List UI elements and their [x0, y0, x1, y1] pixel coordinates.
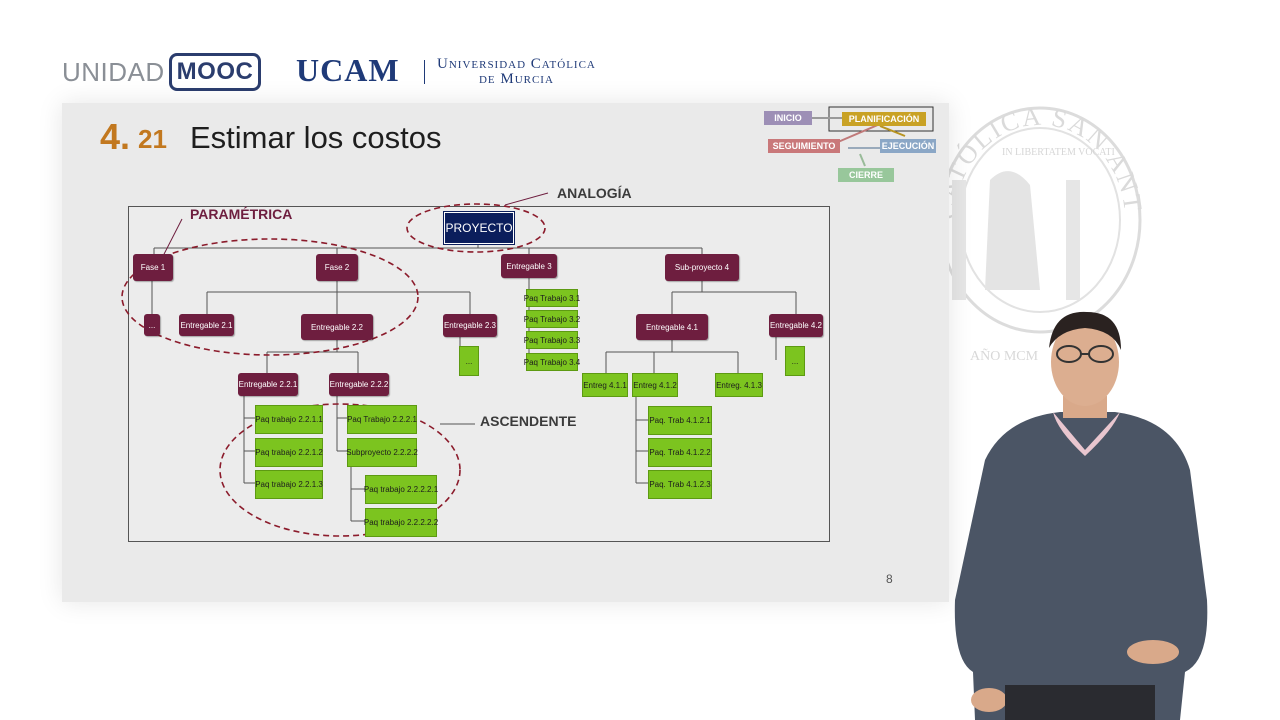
wbs-node-paq2213: Paq trabajo 2.2.1.3 — [255, 470, 323, 499]
wbs-node-entreg413: Entreg. 4.1.3 — [715, 373, 763, 397]
university-seal-watermark: CATÓLICA SAN ANTONIO IN LIBERTATEM VOCAT… — [930, 60, 1146, 364]
wbs-node-paq33: Paq Trabajo 3.3 — [524, 331, 580, 349]
wbs-node-trab4123: Paq. Trab 4.1.2.3 — [648, 470, 712, 499]
wbs-node-sub2222: Subproyecto 2.2.2.2 — [346, 438, 418, 467]
label-analogia: ANALOGÍA — [557, 185, 632, 201]
wbs-node-entreg411: Entreg 4.1.1 — [582, 373, 628, 397]
wbs-node-entregable3: Entregable 3 — [501, 254, 557, 278]
wbs-node-entregable23-child: ... — [459, 346, 479, 376]
wbs-node-paq2212: Paq trabajo 2.2.1.2 — [255, 438, 323, 467]
wbs-node-paq34: Paq Trabajo 3.4 — [524, 353, 580, 371]
wbs-node-entregable42-child: ... — [785, 346, 805, 376]
slide-title: Estimar los costos — [190, 120, 442, 155]
wbs-node-trab4122: Paq. Trab 4.1.2.2 — [648, 438, 712, 467]
wbs-node-entregable23: Entregable 2.3 — [443, 314, 497, 337]
seal-year-text: AÑO MCM — [970, 348, 1039, 364]
process-cierre: CIERRE — [838, 168, 894, 182]
wbs-node-paq22221: Paq trabajo 2.2.2.2.1 — [364, 475, 438, 504]
wbs-node-paq2221: Paq Trabajo 2.2.2.1 — [347, 405, 417, 434]
wbs-node-entregable222: Entregable 2.2.2 — [329, 373, 389, 396]
wbs-node-paq22222: Paq trabajo 2.2.2.2.2 — [364, 508, 438, 537]
wbs-node-paq2211: Paq trabajo 2.2.1.1 — [255, 405, 323, 434]
process-ejecucion: EJECUCIÓN — [880, 139, 936, 153]
slide-section-number: 4. — [100, 116, 131, 157]
wbs-node-trab4121: Paq. Trab 4.1.2.1 — [648, 406, 712, 435]
wbs-node-fase1-child: ... — [144, 314, 160, 336]
ucam-logo: UCAM — [296, 52, 400, 88]
wbs-node-entregable221: Entregable 2.2.1 — [238, 373, 298, 396]
process-inicio: INICIO — [764, 111, 812, 125]
slide-page-number: 8 — [886, 572, 893, 586]
university-name-line2: de Murcia — [478, 71, 554, 87]
process-planificacion: PLANIFICACIÓN — [842, 112, 926, 126]
brand-separator — [424, 60, 425, 84]
label-ascendente: ASCENDENTE — [480, 413, 577, 429]
label-parametrica: PARAMÉTRICA — [190, 206, 293, 222]
slide-subsection-number: 21 — [138, 124, 167, 154]
wbs-node-entregable41: Entregable 4.1 — [636, 314, 708, 340]
wbs-node-subproyecto4: Sub-proyecto 4 — [665, 254, 739, 281]
wbs-node-proyecto: PROYECTO — [443, 211, 515, 245]
seal-inner-text: IN LIBERTATEM VOCATI — [1002, 147, 1115, 158]
brand-mooc-box: MOOC — [168, 53, 262, 91]
wbs-node-entregable22: Entregable 2.2 — [301, 314, 373, 340]
process-arrows — [810, 106, 934, 167]
wbs-node-entreg412: Entreg 4.1.2 — [632, 373, 678, 397]
university-name-line1: Universidad Católica — [437, 56, 596, 72]
wbs-node-fase1: Fase 1 — [133, 254, 173, 281]
wbs-node-fase2: Fase 2 — [316, 254, 358, 281]
presenter-figure — [954, 311, 1208, 720]
wbs-node-paq31: Paq Trabajo 3.1 — [524, 289, 580, 307]
wbs-node-entregable21: Entregable 2.1 — [179, 314, 234, 336]
wbs-node-paq32: Paq Trabajo 3.2 — [524, 310, 580, 328]
university-name: Universidad Católica de Murcia — [437, 57, 596, 87]
brand-unidad-text: UNIDAD — [62, 56, 165, 87]
wbs-node-entregable42: Entregable 4.2 — [769, 314, 823, 337]
unidad-mooc-logo: UNIDAD MOOC — [62, 52, 262, 92]
process-seguimiento: SEGUIMIENTO — [768, 139, 840, 153]
